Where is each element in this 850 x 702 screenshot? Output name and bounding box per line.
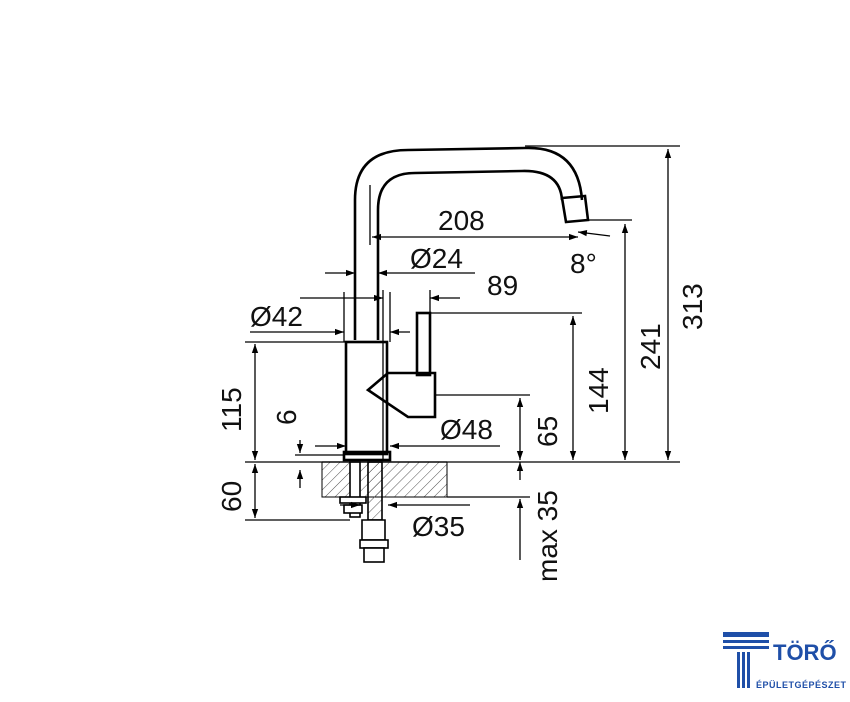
logo-tagline: ÉPÜLETGÉPÉSZET: [756, 680, 847, 690]
lever-handle: [415, 311, 432, 377]
label-under-counter-depth: 60: [216, 481, 247, 512]
faucet-body: [344, 340, 389, 456]
label-spout-top-height: 144: [583, 367, 614, 414]
label-hole-diameter: Ø35: [412, 511, 465, 542]
label-plate-thickness: 6: [271, 409, 302, 425]
dimension-lines: [245, 145, 680, 560]
toro-logo: TÖRŐ ÉPÜLETGÉPÉSZET: [723, 632, 847, 690]
label-spout-reach: 208: [438, 205, 485, 236]
label-spout-diameter: Ø24: [410, 243, 463, 274]
spout-outer: [353, 146, 584, 340]
base-ring: [342, 450, 392, 462]
toro-logo-mark-icon: [723, 632, 769, 688]
aerator: [560, 194, 590, 224]
label-total-height: 313: [677, 283, 708, 330]
label-outlet-height: 241: [635, 323, 666, 370]
countertop-hatch: [321, 461, 448, 498]
logo-name: TÖRŐ: [773, 640, 837, 665]
label-spout-angle: 8°: [570, 248, 597, 279]
dimension-labels: 208 8° Ø24 89 Ø42 Ø48 Ø35 115 6 60 65 14…: [216, 205, 708, 582]
lever-block: [365, 371, 437, 419]
label-base-diameter: Ø42: [250, 301, 303, 332]
label-lever-height: 65: [532, 416, 563, 447]
spout-inner: [376, 169, 564, 340]
label-lever-diameter: Ø48: [440, 414, 493, 445]
label-lever-reach: 89: [487, 270, 518, 301]
label-max-counter: max 35: [532, 490, 563, 582]
label-body-height: 115: [216, 387, 247, 432]
mounting-hardware: [339, 461, 389, 563]
